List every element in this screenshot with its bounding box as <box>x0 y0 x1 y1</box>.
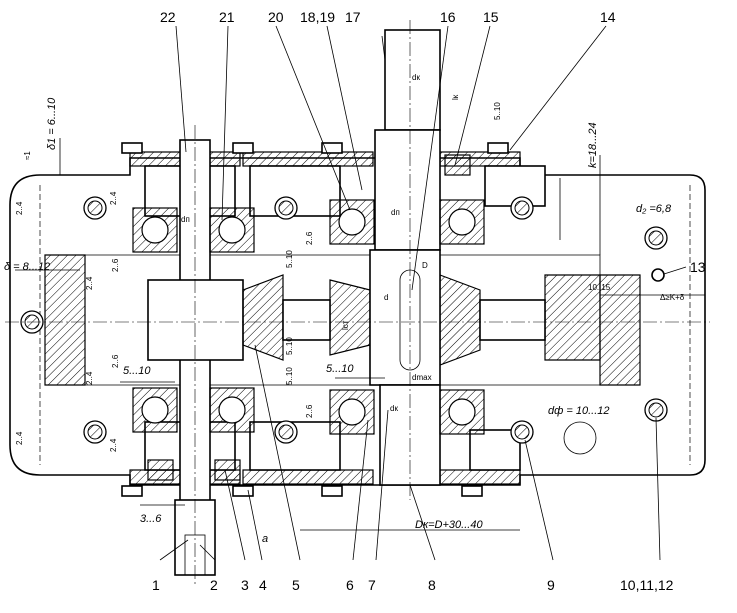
callout-8: 8 <box>428 577 436 593</box>
leader-lines <box>159 25 687 561</box>
callout-21: 21 <box>219 9 235 25</box>
dimension-lines <box>15 138 705 531</box>
dim-v510c: 5..10 <box>285 337 294 355</box>
dim-v24b: 2..4 <box>15 431 24 445</box>
gear-wheel <box>242 274 601 366</box>
dim-bore-dk: dк <box>390 404 398 413</box>
dim-rib-height: k=18...24 <box>587 122 599 168</box>
callout-5: 5 <box>292 577 300 593</box>
callout-10-12: 10,11,12 <box>620 577 674 593</box>
dim-v26b: 2..6 <box>111 354 120 368</box>
dim-v24e: 2..4 <box>109 438 118 452</box>
callout-13: 13 <box>690 259 706 275</box>
dim-wall-flange: δ1 = 6...10 <box>46 97 58 150</box>
flange-bolts <box>121 142 509 497</box>
dim-dmax: dmax <box>412 373 432 382</box>
dim-v1015: 10..15 <box>588 283 611 292</box>
dim-r1: ≈1 <box>23 151 32 160</box>
dim-body-dia: Dк=D+30...40 <box>415 519 483 531</box>
callout-3: 3 <box>241 577 249 593</box>
dim-shaft-d: d <box>384 293 388 302</box>
dim-bolt-dia-1: d₂ =6,8 <box>636 203 672 215</box>
dim-clearance: Δ≥K+δ <box>660 293 685 302</box>
dim-bolt-dia-2: dф = 10...12 <box>548 405 609 417</box>
dimension-labels: δ1 = 6...10 δ = 8...12 k=18...24 d₂ =6,8… <box>4 73 685 545</box>
callout-20: 20 <box>268 9 284 25</box>
dim-v24f: 2..4 <box>109 191 118 205</box>
housing-bolts <box>20 196 668 455</box>
callout-9: 9 <box>547 577 555 593</box>
callout-7: 7 <box>368 577 376 593</box>
dim-v510d: 5..10 <box>285 367 294 385</box>
dim-gap-right: 5...10 <box>326 363 354 375</box>
callout-1: 1 <box>152 577 160 593</box>
output-shaft <box>369 20 441 500</box>
callout-6: 6 <box>346 577 354 593</box>
dim-v24d: 2..4 <box>85 371 94 385</box>
dim-v24c: 2..4 <box>85 276 94 290</box>
dim-v510: 5..10 <box>493 102 502 120</box>
dim-shaft-D: D <box>422 261 428 270</box>
callout-18-19: 18,19 <box>300 9 335 25</box>
callout-14: 14 <box>600 9 616 25</box>
dim-v26a: 2..6 <box>111 258 120 272</box>
input-shaft <box>147 125 244 585</box>
dim-key-lk: lк <box>451 94 460 100</box>
callout-16: 16 <box>440 9 456 25</box>
callout-2: 2 <box>210 577 218 593</box>
dim-key-dk: dк <box>412 73 420 82</box>
dim-gap-left: 5...10 <box>123 365 151 377</box>
seals <box>147 154 471 481</box>
dim-v26d: 2..6 <box>305 404 314 418</box>
dim-v26c: 2..6 <box>305 231 314 245</box>
callout-15: 15 <box>483 9 499 25</box>
dim-v510b: 5..10 <box>285 250 294 268</box>
dim-a: a <box>262 533 268 545</box>
callout-4: 4 <box>259 577 267 593</box>
dim-wall-side: δ = 8...12 <box>4 261 50 273</box>
callout-22: 22 <box>160 9 176 25</box>
dim-bore-dp2: dп <box>391 208 400 217</box>
callout-labels: 1 2 3 4 5 6 7 8 9 10,11,12 13 14 15 16 1… <box>152 9 706 593</box>
side-walls <box>44 254 641 386</box>
callout-17: 17 <box>345 9 361 25</box>
dim-v24a: 2..4 <box>15 201 24 215</box>
dim-hub-lst: lст <box>341 320 350 330</box>
dim-bore-dp: dп <box>181 215 190 224</box>
dim-gap-bottom: 3...6 <box>140 513 162 525</box>
